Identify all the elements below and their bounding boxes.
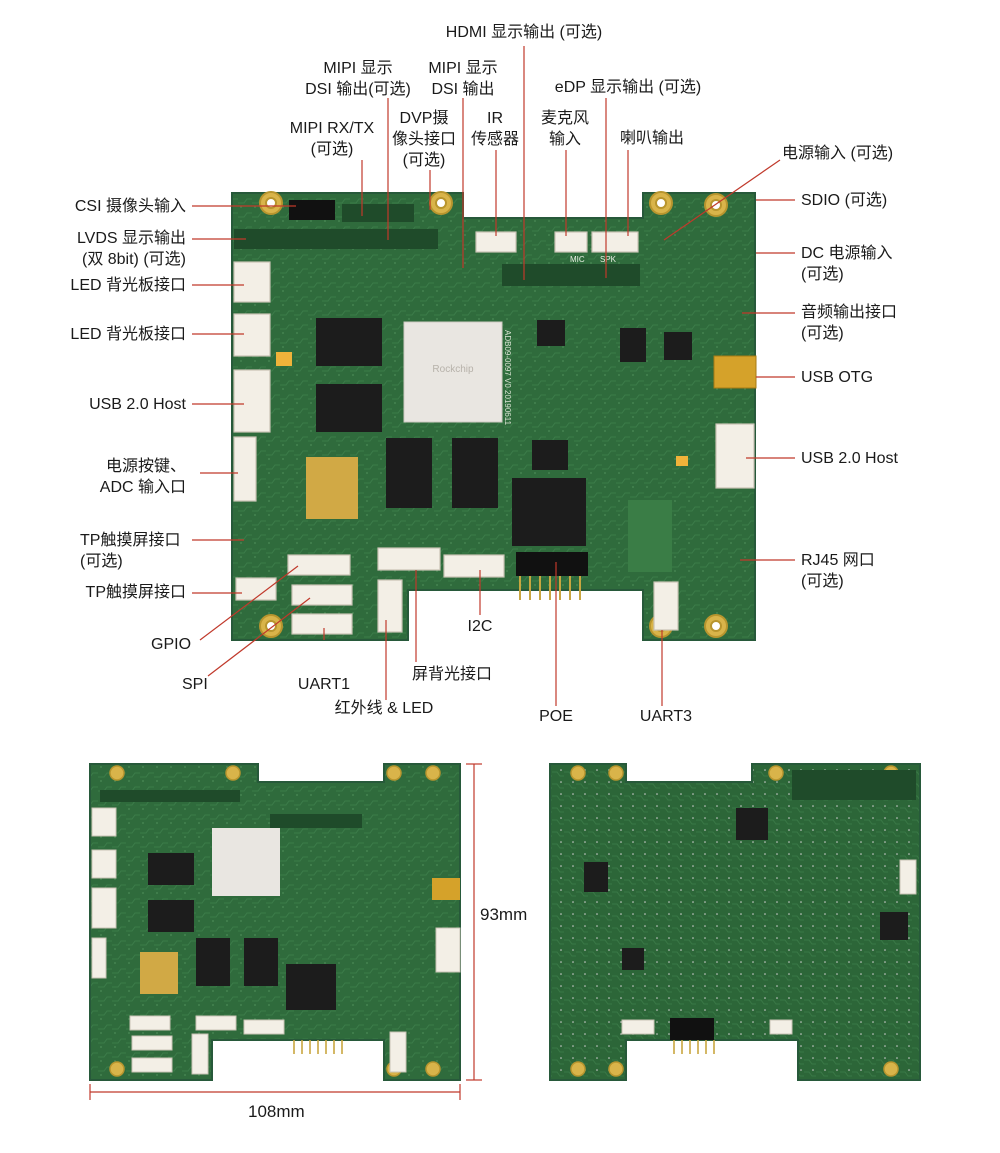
- label-edp: eDP 显示输出 (可选): [540, 77, 716, 98]
- label-hdmi: HDMI 显示输出 (可选): [424, 22, 624, 43]
- label-mipi-dsi: MIPI 显示 DSI 输出: [416, 58, 510, 100]
- pcb-outline-back: [550, 764, 920, 1080]
- label-dvp-camera: DVP摄 像头接口 (可选): [386, 108, 462, 171]
- label-usb-host-left: USB 2.0 Host: [0, 394, 186, 415]
- silk-spk: SPK: [600, 255, 617, 264]
- label-tp-optional: TP触摸屏接口 (可选): [0, 530, 186, 572]
- board-back-small: [550, 764, 920, 1080]
- silk-mic: MIC: [570, 255, 585, 264]
- label-speaker-output: 喇叭输出: [604, 128, 700, 149]
- label-usb-otg: USB OTG: [801, 367, 873, 388]
- label-power-key-adc: 电源按键、 ADC 输入口: [0, 456, 186, 498]
- poe-pins: [516, 552, 588, 600]
- label-sdio: SDIO (可选): [801, 190, 887, 211]
- label-gpio: GPIO: [151, 634, 191, 655]
- board-top-view: Rockchip ADB09-0097 V0 20190611 MIC SPK: [232, 192, 756, 640]
- soc-brand-text: Rockchip: [432, 364, 474, 375]
- label-tp: TP触摸屏接口: [0, 582, 186, 603]
- board-model-text: ADB09-0097 V0 20190611: [503, 330, 512, 426]
- label-uart3: UART3: [626, 706, 706, 727]
- dimension-width: 108mm: [248, 1102, 305, 1122]
- label-screen-backlight: 屏背光接口: [412, 664, 492, 685]
- label-spi: SPI: [182, 674, 208, 695]
- label-power-input-optional: 电源输入 (可选): [782, 143, 893, 164]
- label-uart1: UART1: [262, 674, 386, 695]
- label-usb-host-right: USB 2.0 Host: [801, 448, 898, 469]
- label-mipi-dsi-optional: MIPI 显示 DSI 输出(可选): [290, 58, 426, 100]
- label-csi-camera: CSI 摄像头输入: [0, 196, 186, 217]
- label-ir-sensor: IR 传感器: [466, 108, 524, 150]
- label-audio-output: 音频输出接口 (可选): [801, 302, 897, 344]
- label-mipi-rx-tx: MIPI RX/TX (可选): [280, 118, 384, 160]
- label-led-backlight-2: LED 背光板接口: [0, 324, 186, 345]
- label-mic-input: 麦克风 输入: [530, 108, 600, 150]
- label-led-backlight-1: LED 背光板接口: [0, 275, 186, 296]
- label-dc-power: DC 电源输入 (可选): [801, 243, 893, 285]
- label-poe: POE: [526, 706, 586, 727]
- label-ir-led: 红外线 & LED: [320, 698, 448, 719]
- label-rj45: RJ45 网口 (可选): [801, 550, 875, 592]
- dimension-height: 93mm: [480, 905, 527, 925]
- label-lvds: LVDS 显示输出 (双 8bit) (可选): [0, 228, 186, 270]
- board-front-small: [90, 764, 460, 1080]
- label-i2c: I2C: [450, 616, 510, 637]
